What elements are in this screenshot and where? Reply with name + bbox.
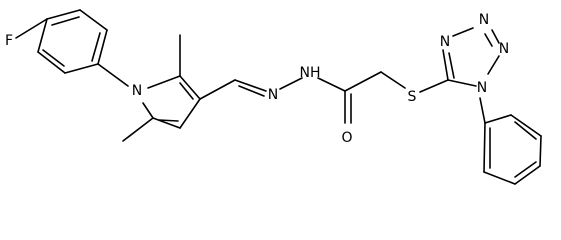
bond-tetrazole-d	[487, 55, 500, 75]
bond-tetrazole-c-double	[484, 33, 493, 47]
bond-ring1-a	[46, 9, 81, 20]
bond-pyrrole-double-b	[158, 119, 179, 122]
bond-phenyl-f	[483, 122, 486, 173]
bond-pyrrole-b	[179, 75, 201, 100]
atom-labels: F N N NH O S N N N N	[5, 12, 509, 146]
bond-ring1-double-c	[42, 49, 65, 67]
bond-pyrrole-double-a	[179, 82, 194, 100]
bond-s-tetrazole	[419, 79, 449, 93]
bond-pyrrole-a	[147, 75, 181, 89]
bond-pyrrole-c	[179, 98, 201, 129]
bond-ch2-s	[380, 71, 406, 89]
bond-phenyl-double-a	[514, 121, 537, 140]
bond-n-phenyl	[479, 97, 486, 124]
atom-tetrazole-n2: N	[479, 12, 489, 28]
bond-lines	[15, 9, 542, 185]
bond-ring1-e	[37, 51, 66, 74]
bond-tetrazole-b	[452, 27, 474, 37]
bond-imine	[234, 79, 267, 92]
atom-tetrazole-n3: N	[499, 41, 509, 57]
atom-tetrazole-n4: N	[477, 80, 487, 96]
bond-tetrazole-a	[442, 49, 449, 81]
atom-fluorine: F	[5, 33, 13, 49]
bond-phenyl-double-b	[514, 161, 537, 178]
bond-pyrrole-e	[142, 102, 154, 119]
atom-thioether-sulfur: S	[408, 89, 417, 105]
bond-phenyl-e	[483, 171, 516, 185]
bond-ring1-c	[97, 29, 108, 65]
bond-phenyl-d	[514, 165, 541, 185]
atom-imine-nitrogen: N	[268, 87, 278, 103]
bond-nh-c	[317, 77, 346, 92]
bond-ring1-d	[64, 63, 99, 74]
bond-phenyl-c	[539, 135, 542, 167]
bond-tetrazole-c	[491, 29, 500, 44]
bond-phenyl-b	[510, 114, 542, 137]
structure-diagram: F N N NH O S N N N N	[5, 9, 542, 185]
bond-ring1-double-b	[91, 32, 101, 62]
bond-c-ch2	[344, 71, 382, 92]
atom-tetrazole-n1: N	[440, 34, 450, 50]
bond-chain-a	[199, 79, 236, 100]
bond-ring1-f	[37, 18, 48, 53]
bond-tetrazole-a-double	[448, 52, 455, 79]
bond-imine-double	[238, 85, 265, 97]
atom-pyrrole-nitrogen: N	[132, 83, 142, 99]
atom-carbonyl-oxygen: O	[341, 130, 352, 146]
atom-hydrazide-nh: NH	[300, 65, 321, 81]
bond-n-n	[279, 77, 303, 90]
bond-ring1-double-a	[51, 16, 80, 26]
bond-aryl-n	[97, 63, 129, 87]
bond-f-c	[15, 18, 48, 39]
bond-phenyl-a	[484, 114, 512, 124]
bond-ring1-b	[79, 9, 108, 31]
bond-tetrazole-e	[447, 79, 477, 87]
bond-methyl-bottom	[122, 117, 154, 142]
bond-pyrrole-d	[152, 117, 181, 129]
